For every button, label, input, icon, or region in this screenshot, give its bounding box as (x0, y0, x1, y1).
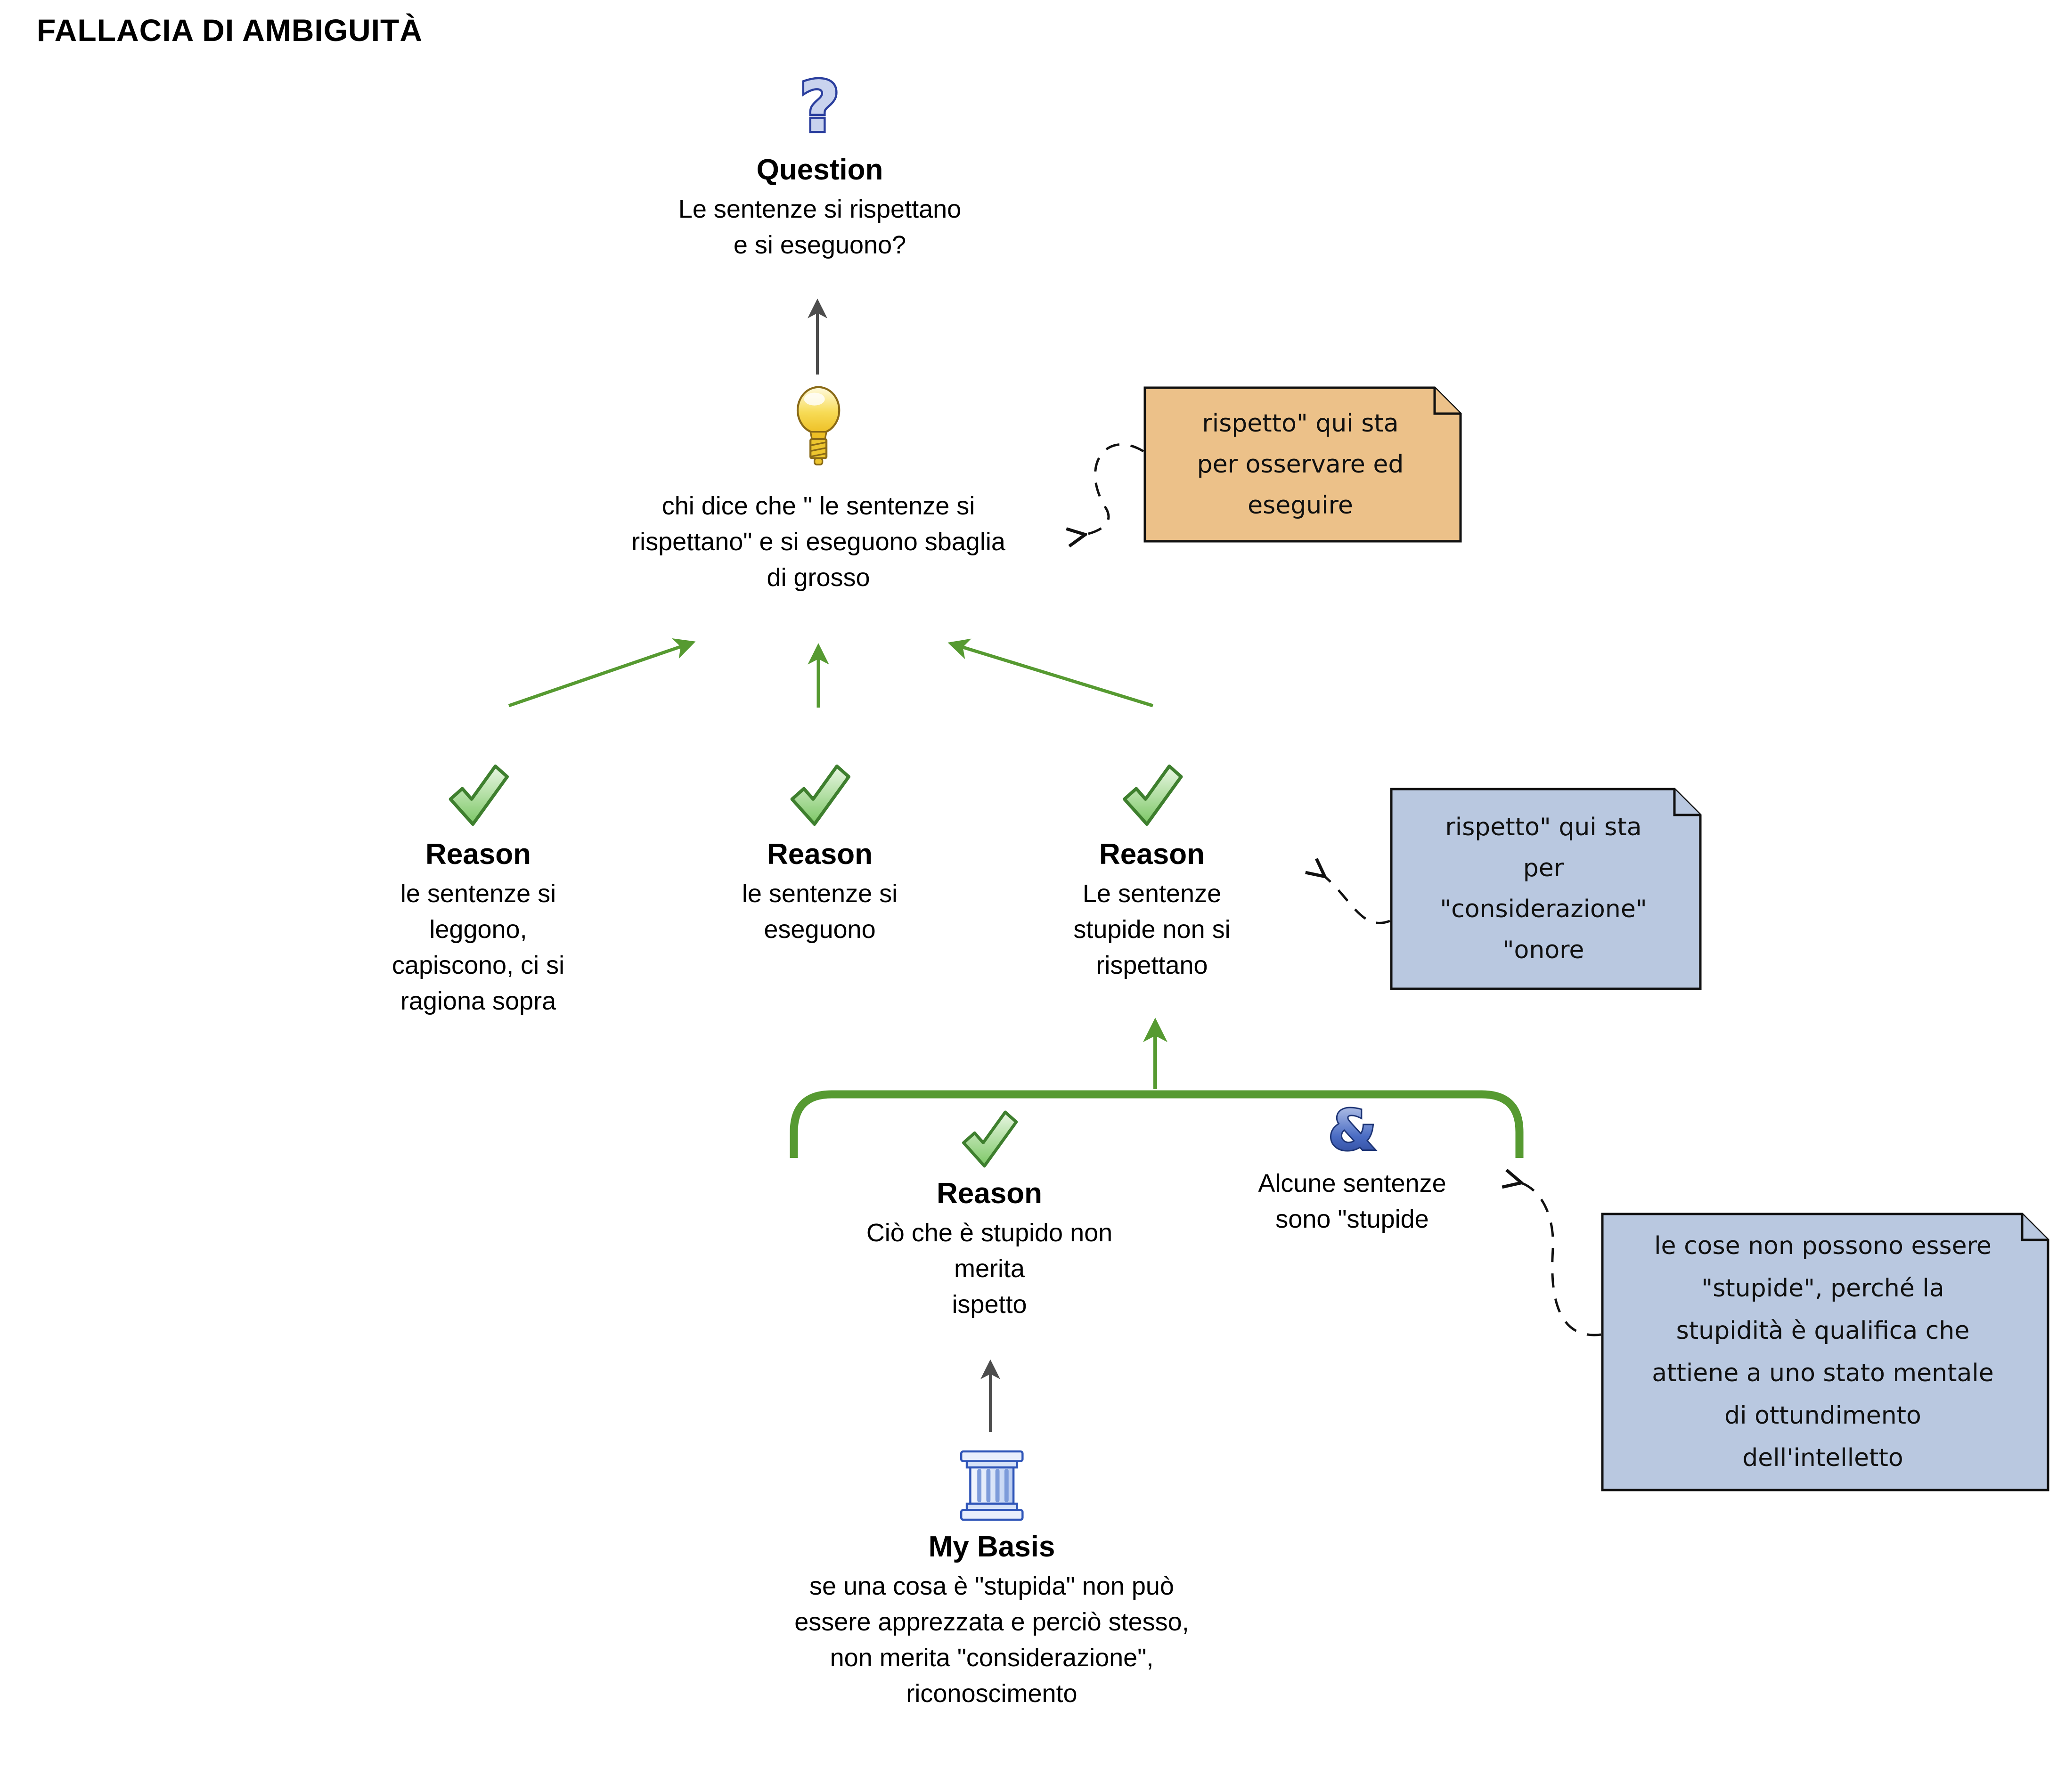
question-label: Question (756, 154, 883, 186)
basis-text: se una cosa è "stupida" non può essere a… (794, 1572, 1189, 1708)
sticky-note-blue-top[interactable]: rispetto" qui sta per "considerazione" "… (1390, 788, 1702, 990)
check-icon (962, 1110, 1018, 1168)
column-icon (960, 1450, 1024, 1521)
question-mark-icon: ? (798, 69, 842, 147)
connector-blue-note-top (1322, 874, 1390, 924)
group-bracket (790, 1090, 1524, 1158)
group-reason-label: Reason (937, 1177, 1042, 1210)
reason2-text: le sentenze si eseguono (742, 880, 898, 944)
sticky-note-orange[interactable]: rispetto" qui sta per osservare ed esegu… (1143, 386, 1462, 543)
reason3-node[interactable]: Reason Le sentenze stupide non si rispet… (1073, 759, 1231, 983)
sticky-note-shape (1390, 788, 1702, 990)
contention-node[interactable]: chi dice che " le sentenze si rispettano… (631, 386, 1005, 595)
ampersand-icon: & (1327, 1101, 1378, 1159)
reason2-label: Reason (767, 838, 873, 871)
sticky-note-shape (1143, 386, 1462, 543)
note-text: le cose non possono essere "stupide", pe… (1652, 1232, 1994, 1472)
check-icon (449, 764, 509, 826)
group-reason-node[interactable]: Reason Ciò che è stupido non merita ispe… (866, 1108, 1112, 1322)
group-reason-text: Ciò che è stupido non merita ispetto (866, 1219, 1113, 1319)
and-claim-text: Alcune sentenze sono "stupide (1258, 1169, 1446, 1233)
arrow-reason1-to-contention (508, 638, 696, 708)
ampersand-glyph: & (1328, 1101, 1377, 1159)
check-icon (790, 764, 851, 826)
reason1-text: le sentenze si leggono, capiscono, ci si… (392, 880, 565, 1015)
question-glyph: ? (800, 69, 840, 147)
reason1-label: Reason (425, 838, 531, 871)
reason3-label: Reason (1099, 838, 1205, 871)
basis-node[interactable]: My Basis se una cosa è "stupida" non può… (794, 1449, 1189, 1711)
reason1-node[interactable]: Reason le sentenze si leggono, capiscono… (392, 759, 564, 1019)
question-node[interactable]: ? Question Le sentenze si rispettano e s… (678, 69, 961, 263)
and-claim-node[interactable]: & Alcune sentenze sono "stupide (1258, 1101, 1446, 1237)
sticky-note-blue-bottom[interactable]: le cose non possono essere "stupide", pe… (1601, 1213, 2049, 1491)
connector-blue-note-bottom (1518, 1182, 1601, 1336)
check-icon (1122, 764, 1183, 826)
page-title: FALLACIA DI AMBIGUITÀ (37, 13, 423, 48)
note-text: rispetto" qui sta per "considerazione" "… (1440, 813, 1647, 964)
note-text: rispetto" qui sta per osservare ed esegu… (1197, 409, 1404, 520)
reason2-node[interactable]: Reason le sentenze si eseguono (742, 759, 898, 947)
basis-label: My Basis (928, 1531, 1055, 1563)
contention-text: chi dice che " le sentenze si rispettano… (631, 492, 1005, 592)
arrow-reason3-to-contention (947, 638, 1154, 708)
question-text: Le sentenze si rispettano e si eseguono? (678, 195, 962, 259)
idea-bulb-icon (796, 386, 841, 465)
sticky-note-shape (1601, 1213, 2049, 1491)
connector-orange-note (1082, 443, 1144, 535)
reason3-text: Le sentenze stupide non si rispettano (1073, 880, 1231, 979)
